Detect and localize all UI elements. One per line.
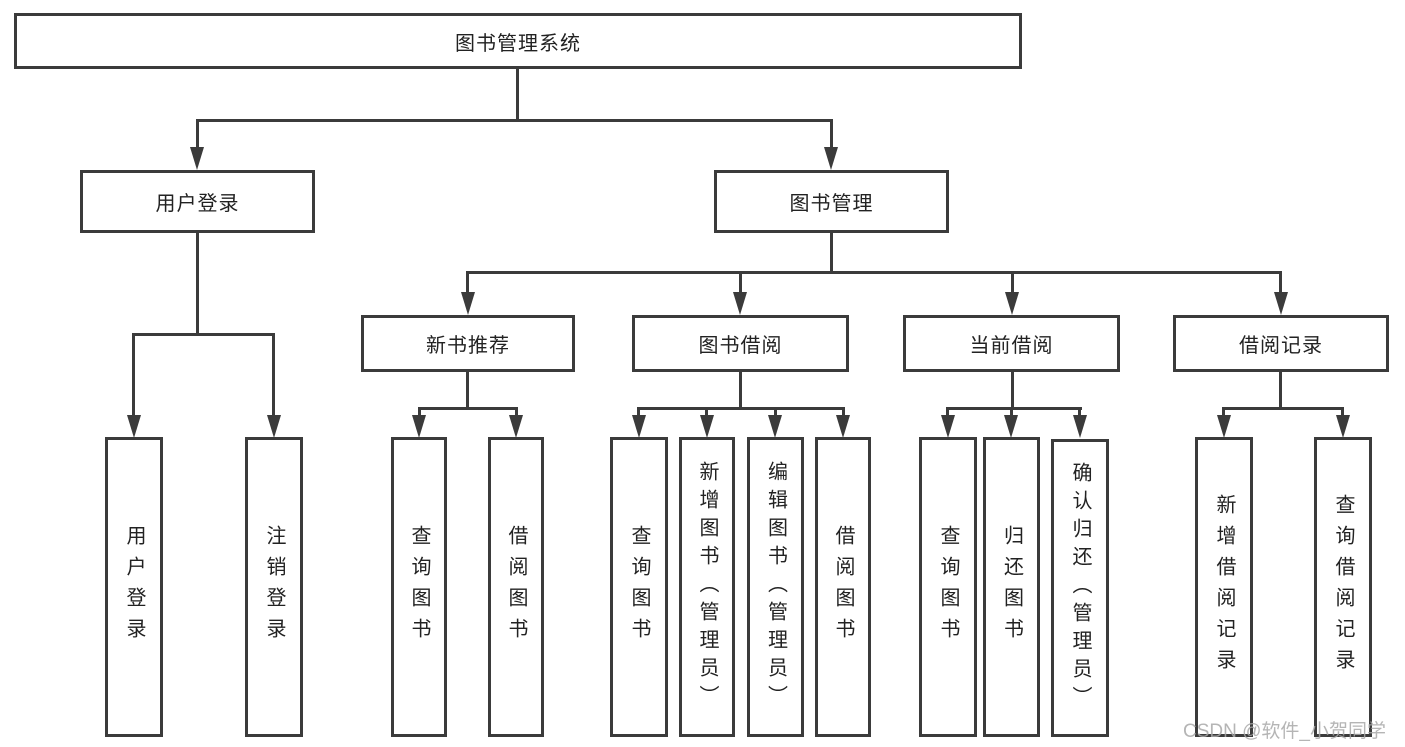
- leaf-logout: 注销登录: [245, 437, 303, 737]
- connector-borrow-records-bus: [1222, 407, 1344, 410]
- leaf-query-books-current: 查询图书: [919, 437, 977, 737]
- leaf-query-books-recommend-label: 查询图书: [408, 525, 430, 649]
- connector-root-stem: [516, 68, 519, 120]
- connector-book-mgmt-drop: [830, 119, 833, 151]
- connector-user-login-stem: [196, 232, 199, 336]
- connector-root-bus: [196, 119, 833, 122]
- leaf-query-books-current-label: 查询图书: [937, 525, 959, 649]
- node-library-system: 图书管理系统: [14, 13, 1022, 69]
- arrow-down-icon: [836, 415, 850, 438]
- connector-user-login-drop: [196, 119, 199, 151]
- connector-book-borrow-bus: [637, 407, 845, 410]
- connector-drop: [774, 407, 777, 419]
- arrow-down-icon: [632, 415, 646, 438]
- leaf-logout-label: 注销登录: [263, 525, 285, 649]
- arrow-down-icon: [190, 147, 204, 170]
- node-new-book-recommend: 新书推荐: [361, 315, 575, 372]
- connector-new-book-stem: [466, 371, 469, 409]
- node-book-borrowing: 图书借阅: [632, 315, 849, 372]
- node-borrow-records: 借阅记录: [1173, 315, 1389, 372]
- connector-book-borrow-stem: [739, 371, 742, 409]
- connector-drop: [1222, 407, 1225, 419]
- connector-current-borrow-drop: [1011, 271, 1014, 296]
- leaf-query-books-recommend: 查询图书: [391, 437, 447, 737]
- node-borrow-records-label: 借阅记录: [1239, 335, 1323, 357]
- leaf-add-borrow-record: 新增借阅记录: [1195, 437, 1253, 737]
- csdn-watermark: CSDN @软件_小贺同学: [1183, 721, 1386, 742]
- connector-new-book-drop: [466, 271, 469, 296]
- arrow-down-icon: [509, 415, 523, 438]
- connector-drop: [515, 407, 518, 419]
- leaf-query-books-borrowing: 查询图书: [610, 437, 668, 737]
- arrow-down-icon: [1336, 415, 1350, 438]
- leaf-add-borrow-record-label: 新增借阅记录: [1213, 494, 1235, 680]
- leaf-borrow-books-borrowing-label: 借阅图书: [832, 525, 854, 649]
- arrow-down-icon: [461, 292, 475, 315]
- connector-borrow-records-stem: [1279, 371, 1282, 409]
- connector-drop: [705, 407, 708, 419]
- leaf-add-book-admin-label: 新增图书（管理员）: [696, 461, 718, 713]
- arrow-down-icon: [941, 415, 955, 438]
- leaf-edit-book-admin: 编辑图书（管理员）: [747, 437, 804, 737]
- arrow-down-icon: [768, 415, 782, 438]
- node-new-book-recommend-label: 新书推荐: [426, 335, 510, 357]
- arrow-down-icon: [1217, 415, 1231, 438]
- arrow-down-icon: [412, 415, 426, 438]
- connector-current-borrow-stem: [1011, 371, 1014, 409]
- connector-drop: [946, 407, 949, 419]
- connector-leaf-logout-drop: [272, 333, 275, 417]
- node-user-login: 用户登录: [80, 170, 315, 233]
- node-book-borrowing-label: 图书借阅: [698, 335, 783, 357]
- leaf-query-borrow-record: 查询借阅记录: [1314, 437, 1372, 737]
- node-current-borrowing-label: 当前借阅: [969, 335, 1054, 357]
- leaf-query-books-borrowing-label: 查询图书: [628, 525, 650, 649]
- leaf-user-login: 用户登录: [105, 437, 163, 737]
- arrow-down-icon: [733, 292, 747, 315]
- connector-new-book-bus: [418, 407, 518, 410]
- leaf-borrow-books-recommend: 借阅图书: [488, 437, 544, 737]
- connector-book-mgmt-stem: [830, 232, 833, 273]
- node-book-management-label: 图书管理: [789, 193, 874, 215]
- connector-drop: [1010, 407, 1013, 419]
- connector-user-login-bus: [133, 333, 275, 336]
- connector-leaf-login-drop: [132, 333, 135, 417]
- leaf-confirm-return-admin-label: 确认归还（管理员）: [1069, 462, 1091, 714]
- leaf-return-books-label: 归还图书: [1000, 525, 1023, 649]
- connector-drop: [1078, 407, 1081, 419]
- leaf-user-login-label: 用户登录: [123, 525, 145, 649]
- arrow-down-icon: [824, 147, 838, 170]
- arrow-down-icon: [1073, 415, 1087, 438]
- connector-drop: [1341, 407, 1344, 419]
- connector-drop: [842, 407, 845, 419]
- leaf-borrow-books-borrowing: 借阅图书: [815, 437, 871, 737]
- connector-drop: [637, 407, 640, 419]
- leaf-confirm-return-admin: 确认归还（管理员）: [1051, 439, 1109, 737]
- leaf-query-borrow-record-label: 查询借阅记录: [1332, 494, 1354, 680]
- node-user-login-label: 用户登录: [155, 193, 240, 215]
- node-current-borrowing: 当前借阅: [903, 315, 1120, 372]
- arrow-down-icon: [127, 415, 141, 438]
- arrow-down-icon: [1274, 292, 1288, 315]
- arrow-down-icon: [700, 415, 714, 438]
- leaf-borrow-books-recommend-label: 借阅图书: [505, 525, 527, 649]
- node-library-system-label: 图书管理系统: [455, 32, 581, 55]
- leaf-edit-book-admin-label: 编辑图书（管理员）: [764, 461, 787, 713]
- arrow-down-icon: [1004, 415, 1018, 438]
- connector-borrow-records-drop: [1279, 271, 1282, 296]
- connector-book-borrow-drop: [739, 271, 742, 296]
- arrow-down-icon: [267, 415, 281, 438]
- node-book-management: 图书管理: [714, 170, 949, 233]
- connector-book-mgmt-bus: [466, 271, 1282, 274]
- arrow-down-icon: [1005, 292, 1019, 315]
- connector-current-borrow-bus: [946, 407, 1082, 410]
- connector-drop: [418, 407, 421, 419]
- leaf-return-books: 归还图书: [983, 437, 1040, 737]
- leaf-add-book-admin: 新增图书（管理员）: [679, 437, 735, 737]
